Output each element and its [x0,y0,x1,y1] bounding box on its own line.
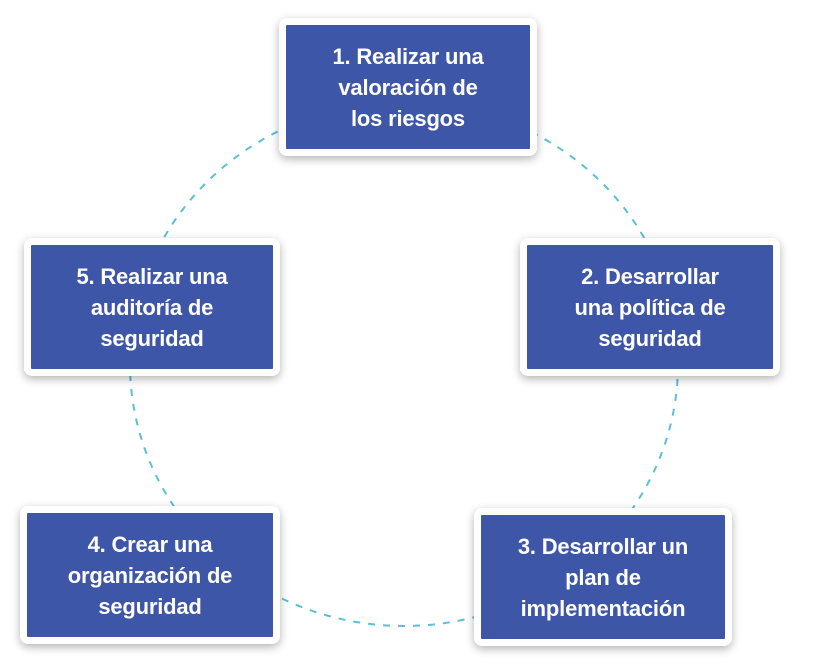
step-box-2: 2. Desarrollar una política de seguridad [520,238,780,376]
step-box-1: 1. Realizar una valoración de los riesgo… [279,18,537,156]
step-box-5: 5. Realizar una auditoría de seguridad [24,238,280,376]
step-label-1: 1. Realizar una valoración de los riesgo… [332,43,484,131]
step-label-3: 3. Desarrollar un plan de implementación [517,533,689,621]
step-label-2: 2. Desarrollar una política de seguridad [574,263,726,351]
step-box-4: 4. Crear una organización de seguridad [20,506,280,644]
step-label-4: 4. Crear una organización de seguridad [67,531,233,619]
step-box-3: 3. Desarrollar un plan de implementación [474,508,732,646]
step-label-5: 5. Realizar una auditoría de seguridad [76,263,228,351]
